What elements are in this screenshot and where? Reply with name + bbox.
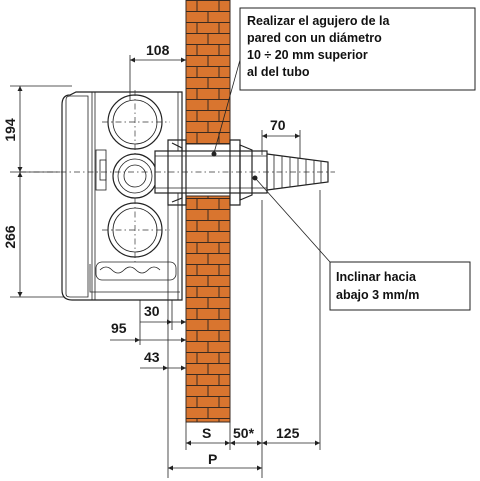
dim-label-43: 43: [144, 349, 160, 365]
dim-label-194: 194: [2, 118, 18, 142]
dimension-194-266: 194 266: [2, 85, 72, 298]
fan-circle-bottom: [102, 198, 170, 262]
dim-label-108: 108: [146, 42, 170, 58]
dim-label-70: 70: [270, 117, 286, 133]
flue-pipe: [20, 139, 335, 206]
dim-label-125: 125: [276, 425, 300, 441]
dimension-70: 70: [261, 117, 301, 158]
dim-label-s: S: [202, 425, 211, 441]
dim-label-95: 95: [111, 320, 127, 336]
slope-line-2: abajo 3 mm/m: [336, 288, 419, 302]
dimension-108: 108: [129, 42, 186, 100]
dim-label-30: 30: [144, 303, 160, 319]
wall-hole-line-4: al del tubo: [247, 65, 310, 79]
wall-hole-line-1: Realizar el agujero de la: [247, 14, 390, 28]
fan-circle-top: [102, 90, 170, 155]
dimension-30: 30: [140, 300, 186, 330]
slope-line-1: Inclinar hacia: [336, 270, 417, 284]
dim-label-266: 266: [2, 225, 18, 249]
dim-label-50: 50*: [233, 425, 255, 441]
flue-circle: [112, 153, 158, 199]
brick-wall: [185, 0, 231, 423]
dimension-95: 95: [110, 300, 186, 345]
note-slope: Inclinar hacia abajo 3 mm/m: [252, 175, 471, 311]
wall-hole-line-2: pared con un diámetro: [247, 31, 382, 45]
wall-hole-line-3: 10 ÷ 20 mm superior: [247, 48, 368, 62]
dimension-43: 43: [140, 205, 186, 478]
dimension-bottom: S 50* 125 P: [168, 190, 321, 478]
dim-label-p: P: [208, 451, 217, 467]
note-wall-hole: Realizar el agujero de la pared con un d…: [211, 7, 476, 157]
appliance-body: [61, 90, 183, 301]
